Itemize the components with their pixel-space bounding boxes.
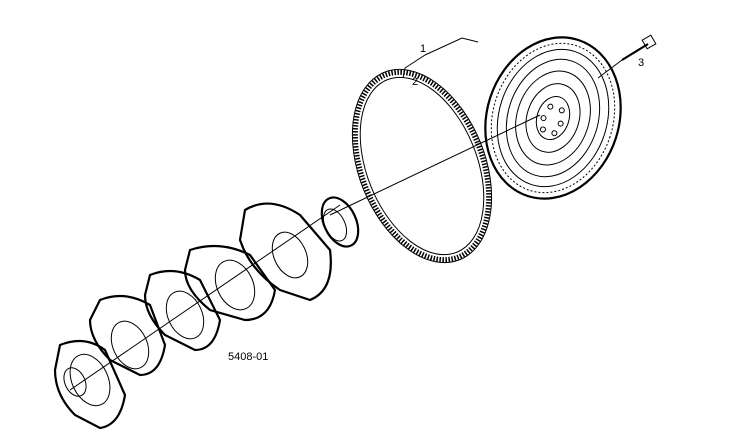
flywheel-bolt <box>597 34 657 79</box>
crankshaft <box>53 196 360 430</box>
assembly-axis-line <box>329 114 541 216</box>
leader-line-2 <box>402 54 426 79</box>
callout-1: 1 <box>420 43 426 55</box>
figure-number: 5408-01 <box>228 351 268 363</box>
flywheel <box>484 36 622 200</box>
leader-line-1 <box>424 37 479 56</box>
ring-gear <box>351 68 493 264</box>
callout-2: 2 <box>412 76 418 88</box>
callout-3: 3 <box>638 57 644 69</box>
